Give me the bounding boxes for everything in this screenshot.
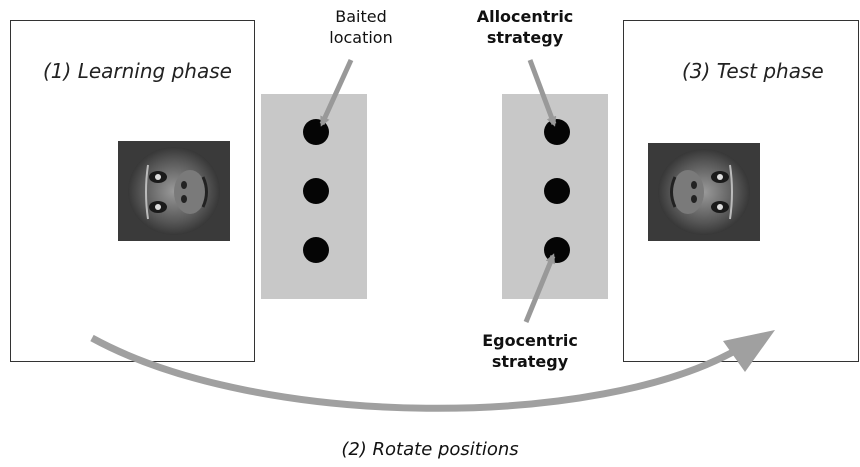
test-phase-title: (3) Test phase bbox=[682, 59, 824, 83]
baited-arrow bbox=[319, 58, 354, 127]
learning-board bbox=[261, 94, 367, 299]
middle-well bbox=[544, 178, 570, 204]
learning-phase-title: (1) Learning phase bbox=[43, 59, 232, 83]
baited-location-label: Baited location bbox=[329, 7, 393, 47]
test-phase-panel: (3) Test phase bbox=[623, 20, 859, 362]
test-board bbox=[502, 94, 608, 299]
rotate-positions-label: (2) Rotate positions bbox=[341, 439, 519, 460]
learning-phase-panel: (1) Learning phase bbox=[10, 20, 255, 362]
egocentric-arrow bbox=[523, 253, 556, 323]
chimpanzee-photo-rotated-icon bbox=[648, 143, 760, 241]
chimpanzee-photo-icon bbox=[118, 141, 230, 241]
allocentric-arrow bbox=[527, 59, 557, 127]
allocentric-strategy-label: Allocentric strategy bbox=[476, 7, 574, 47]
bottom-well bbox=[303, 237, 329, 263]
rotate-arrow-head bbox=[723, 330, 775, 372]
rotate-arrow bbox=[90, 334, 742, 412]
middle-well bbox=[303, 178, 329, 204]
egocentric-strategy-label: Egocentric strategy bbox=[482, 331, 578, 371]
